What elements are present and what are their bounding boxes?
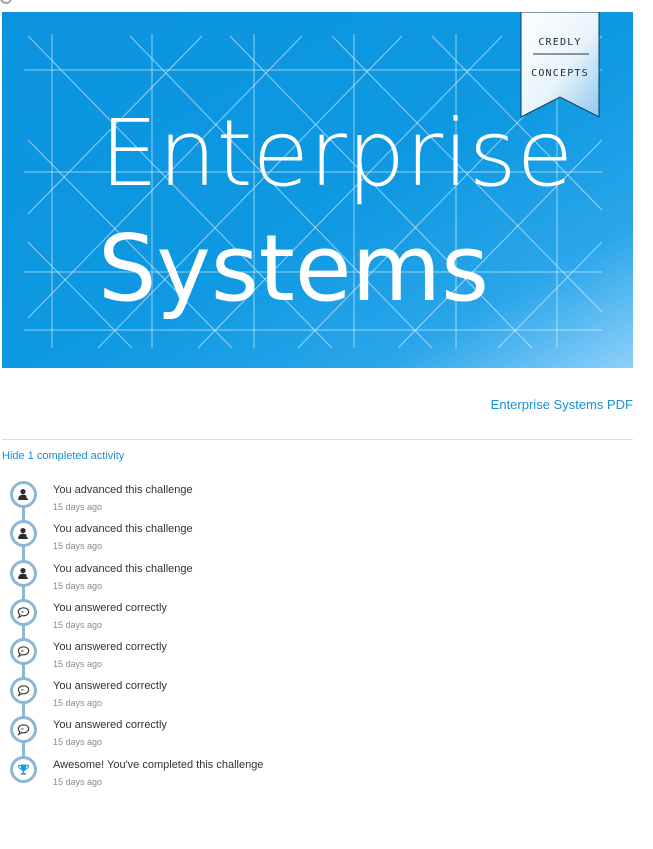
speech-bubble-icon: [17, 607, 30, 619]
hide-completed-activity-toggle[interactable]: Hide 1 completed activity: [2, 450, 125, 462]
ribbon-label-top: CREDLY: [538, 37, 581, 48]
user-advance-icon: [18, 489, 30, 500]
timeline-node: [10, 560, 37, 587]
timeline-node: [10, 677, 37, 704]
credly-concepts-ribbon: CREDLY CONCEPTS: [520, 12, 600, 118]
activity-item: Awesome! You've completed this challenge…: [0, 754, 633, 790]
speech-bubble-icon: [17, 685, 30, 697]
speech-bubble-icon: [17, 724, 30, 736]
timeline-node: [10, 756, 37, 783]
ribbon-label-bottom: CONCEPTS: [531, 68, 589, 79]
activity-item: You advanced this challenge 15 days ago: [0, 558, 633, 594]
partial-avatar-icon: [0, 0, 14, 4]
user-advance-icon: [18, 568, 30, 579]
section-divider: [2, 439, 633, 440]
activity-time: 15 days ago: [53, 502, 103, 512]
timeline-node: [10, 599, 37, 626]
activity-text: You advanced this challenge: [53, 563, 193, 575]
activity-item: You answered correctly 15 days ago: [0, 675, 633, 711]
activity-item: You advanced this challenge 15 days ago: [0, 479, 633, 515]
activity-item: You advanced this challenge 15 days ago: [0, 518, 633, 554]
activity-text: You answered correctly: [53, 641, 167, 653]
activity-item: You answered correctly 15 days ago: [0, 714, 633, 750]
timeline-node: [10, 481, 37, 508]
trophy-icon: [17, 764, 30, 775]
banner-artwork: Enterprise Systems CREDLY CONCEPTS: [2, 12, 633, 368]
timeline-node: [10, 638, 37, 665]
activity-text: Awesome! You've completed this challenge: [53, 759, 264, 771]
timeline-node: [10, 716, 37, 743]
activity-time: 15 days ago: [53, 541, 103, 551]
user-advance-icon: [18, 528, 30, 539]
activity-time: 15 days ago: [53, 737, 103, 747]
pdf-download-link[interactable]: Enterprise Systems PDF: [490, 397, 633, 412]
activity-time: 15 days ago: [53, 777, 103, 787]
activity-text: You advanced this challenge: [53, 484, 193, 496]
banner-title-line1: Enterprise: [100, 100, 573, 207]
activity-text: You answered correctly: [53, 680, 167, 692]
activity-item: You answered correctly 15 days ago: [0, 597, 633, 633]
activity-time: 15 days ago: [53, 698, 103, 708]
activity-text: You advanced this challenge: [53, 523, 193, 535]
activity-text: You answered correctly: [53, 719, 167, 731]
banner-grid: [24, 34, 603, 349]
timeline-node: [10, 520, 37, 547]
activity-time: 15 days ago: [53, 581, 103, 591]
timeline-connector: [22, 495, 25, 769]
activity-text: You answered correctly: [53, 602, 167, 614]
speech-bubble-icon: [17, 646, 30, 658]
activity-item: You answered correctly 15 days ago: [0, 636, 633, 672]
activity-time: 15 days ago: [53, 659, 103, 669]
banner-title-line2: Systems: [98, 215, 489, 322]
challenge-banner: Enterprise Systems CREDLY CONCEPTS: [2, 12, 633, 368]
activity-time: 15 days ago: [53, 620, 103, 630]
